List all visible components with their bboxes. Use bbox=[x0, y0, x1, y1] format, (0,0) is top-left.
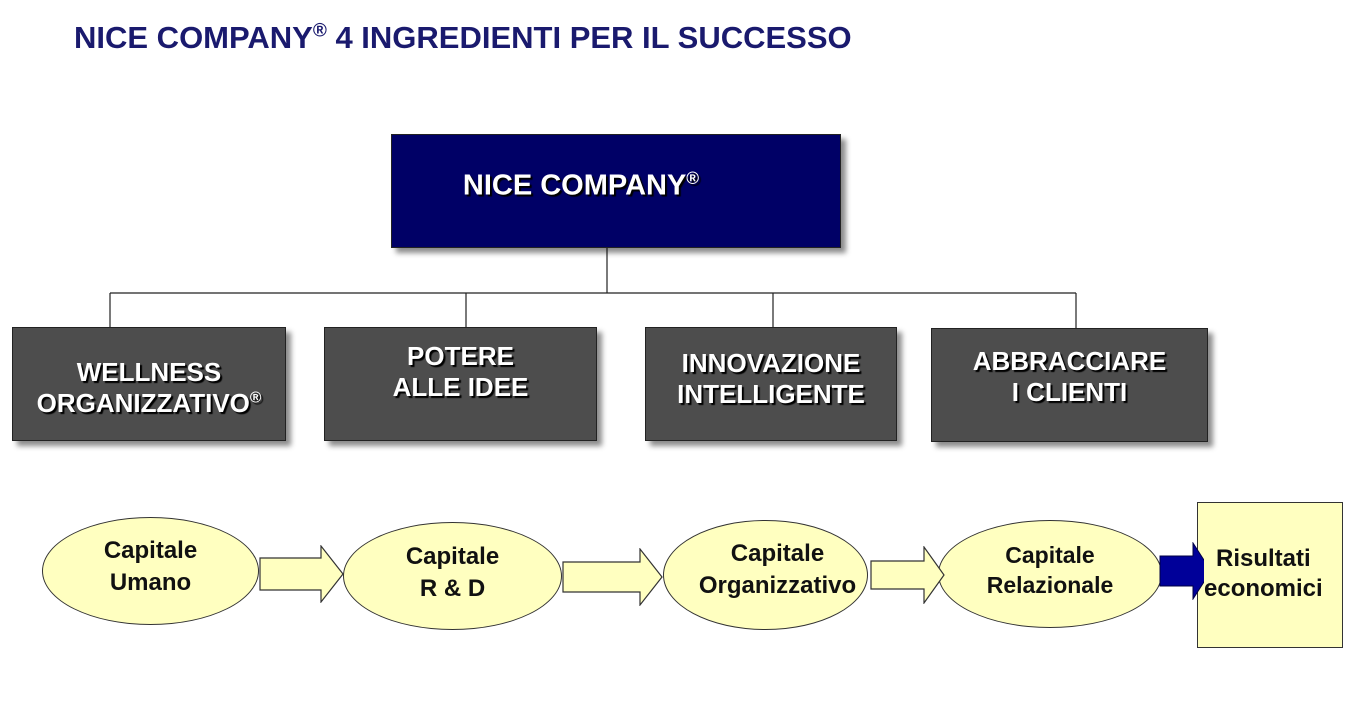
pillar-label-2: ALLE IDEE bbox=[392, 372, 529, 402]
pillar-label-1: WELLNESS bbox=[76, 356, 222, 387]
pillar-label-2: I CLIENTI bbox=[1011, 377, 1128, 407]
root-box: NICE COMPANY® bbox=[391, 134, 841, 248]
pillar-label-2: ORGANIZZATIVO bbox=[36, 388, 250, 418]
arrow-right-icon bbox=[1159, 542, 1212, 600]
pillar-label-1: INNOVAZIONE bbox=[681, 347, 861, 378]
arrow-right-icon bbox=[870, 546, 945, 604]
root-label: NICE COMPANY® bbox=[462, 168, 700, 202]
pillar-label-1: POTERE bbox=[407, 340, 514, 371]
page-title: NICE COMPANY® 4 INGREDIENTI PER IL SUCCE… bbox=[74, 20, 852, 55]
arrow-right-icon bbox=[259, 545, 344, 603]
pillar-label-2: INTELLIGENTE bbox=[677, 379, 865, 409]
arrow-right-icon bbox=[562, 548, 663, 606]
pillar-label-1: ABBRACCIARE bbox=[972, 345, 1167, 376]
